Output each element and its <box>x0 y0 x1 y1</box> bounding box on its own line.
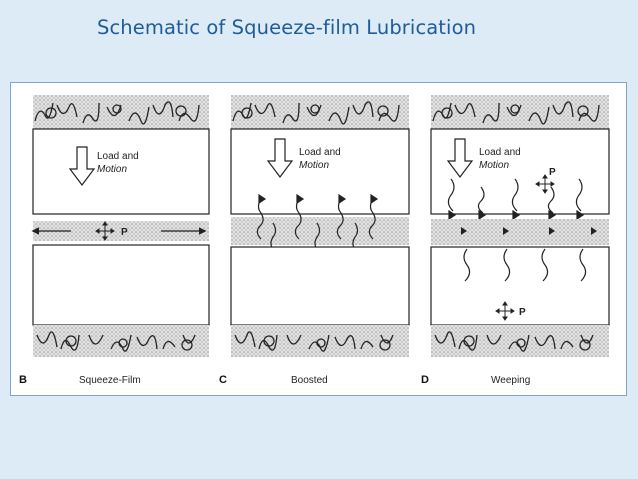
load-arrow <box>446 138 474 178</box>
top-cartilage-texture <box>431 95 609 129</box>
load-arrow <box>266 138 294 178</box>
fluid-arrows <box>461 227 597 235</box>
load-label: Load and <box>299 147 341 158</box>
bottom-cartilage-texture <box>33 325 209 357</box>
load-label: Load and <box>97 151 139 162</box>
load-label: Load and <box>479 147 521 158</box>
upper-surface <box>32 128 210 215</box>
pressure-cross-icon-top <box>535 174 555 194</box>
panel-caption-b: Squeeze-Film <box>79 375 141 386</box>
panel-caption-d: Weeping <box>491 375 530 386</box>
figure-frame: Load and Motion P B Squeeze-Film <box>10 82 627 396</box>
motion-label: Motion <box>479 160 509 171</box>
pressure-cross-icon <box>95 221 115 241</box>
lower-surface <box>430 246 610 326</box>
fluid-film <box>431 219 609 245</box>
load-arrow <box>68 146 96 186</box>
panel-letter-b: B <box>19 374 27 386</box>
panel-boosted: Load and Motion C Boosted <box>219 95 410 386</box>
lower-surface <box>230 246 410 326</box>
panel-weeping: Load and Motion P P <box>421 95 610 386</box>
lower-surface <box>32 244 210 326</box>
pressure-label-bottom: P <box>519 307 526 318</box>
pressure-cross-icon-bottom <box>495 301 515 321</box>
top-cartilage-texture <box>231 95 409 129</box>
pressure-label: P <box>121 227 128 238</box>
upper-surface <box>230 128 410 215</box>
panel-squeeze-film: Load and Motion P B Squeeze-Film <box>19 95 210 386</box>
panel-letter-c: C <box>219 374 227 386</box>
panel-caption-c: Boosted <box>291 375 328 386</box>
fluid-molecules-lower <box>463 248 587 282</box>
motion-label: Motion <box>299 160 329 171</box>
pressure-label-top: P <box>549 167 556 178</box>
top-cartilage-texture <box>33 95 209 129</box>
bottom-cartilage-texture <box>231 325 409 357</box>
fluid-molecules-upper <box>447 178 585 221</box>
motion-label: Motion <box>97 164 127 175</box>
panel-letter-d: D <box>421 374 429 386</box>
slide-title: Schematic of Squeeze-film Lubrication <box>97 16 477 39</box>
fluid-film <box>33 221 209 241</box>
bottom-cartilage-texture <box>431 325 609 357</box>
